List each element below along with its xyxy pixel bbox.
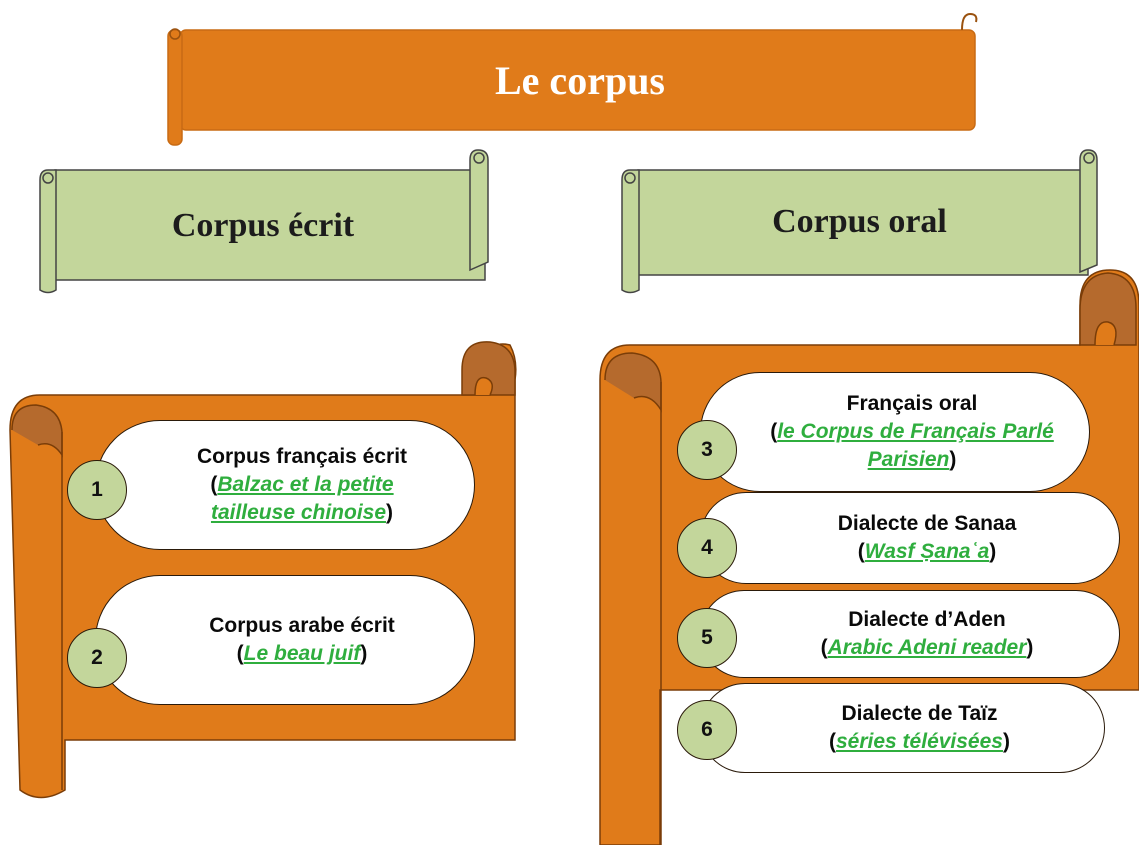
item-reference: (Wasf Ṣanaʿa) [857,540,997,563]
title-scroll [167,12,978,146]
number-badge-3: 3 [677,420,737,480]
scroll-left-panel [9,341,517,799]
item-title: Dialecte de Sanaa [837,512,1017,535]
item-reference: (Le beau juif) [236,642,368,665]
item-reference: (séries télévisées) [829,730,1010,753]
item-corpus-arabe-ecrit: Corpus arabe écrit (Le beau juif) [95,575,475,705]
item-dialecte-sanaa: Dialecte de Sanaa (Wasf Ṣanaʿa) [700,492,1120,584]
item-reference: (Arabic Adeni reader) [820,636,1034,659]
item-dialecte-aden: Dialecte d’Aden (Arabic Adeni reader) [700,590,1120,678]
item-reference: (Balzac et la petite tailleuse chinoise) [210,473,394,524]
item-reference: (le Corpus de Français Parlé Parisien) [770,420,1054,471]
heading-corpus-ecrit: Corpus écrit [171,207,355,244]
item-title: Dialecte de Taïz [841,702,998,725]
item-title: Corpus français écrit [196,445,408,468]
item-francais-oral: Français oral (le Corpus de Français Par… [700,372,1090,492]
number-badge-1: 1 [67,460,127,520]
item-dialecte-taiz: Dialecte de Taïz (séries télévisées) [700,683,1105,773]
item-title: Dialecte d’Aden [848,608,1006,631]
scroll-corpus-oral [621,149,1098,294]
heading-corpus-oral: Corpus oral [772,203,947,240]
item-title: Français oral [846,392,978,415]
number-badge-5: 5 [677,608,737,668]
item-title: Corpus arabe écrit [209,614,395,637]
number-badge-6: 6 [677,700,737,760]
item-corpus-francais-ecrit: Corpus français écrit (Balzac et la peti… [95,420,475,550]
scroll-corpus-ecrit [39,149,489,294]
page-title: Le corpus [495,57,665,103]
number-badge-4: 4 [677,518,737,578]
number-badge-2: 2 [67,628,127,688]
